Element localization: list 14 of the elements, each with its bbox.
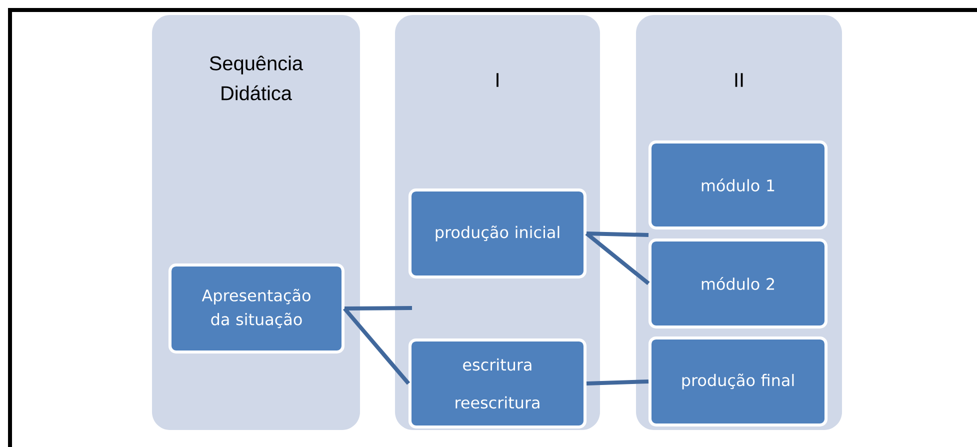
- connector-line: [344, 306, 412, 310]
- column-heading: II: [735, 73, 743, 87]
- connector-line: [586, 232, 649, 237]
- connector-line: [585, 232, 650, 286]
- process-box: escritura reescritura: [408, 338, 586, 428]
- process-box: módulo 1: [648, 140, 828, 230]
- process-box: Apresentação da situação: [168, 264, 344, 354]
- connector-line: [586, 380, 649, 386]
- column-heading: I: [496, 73, 498, 87]
- process-box: módulo 2: [648, 238, 828, 328]
- connector-line: [342, 307, 410, 385]
- process-box: produção final: [648, 336, 828, 426]
- process-box: produção inicial: [408, 188, 586, 278]
- column-heading: Sequência Didática: [210, 56, 304, 100]
